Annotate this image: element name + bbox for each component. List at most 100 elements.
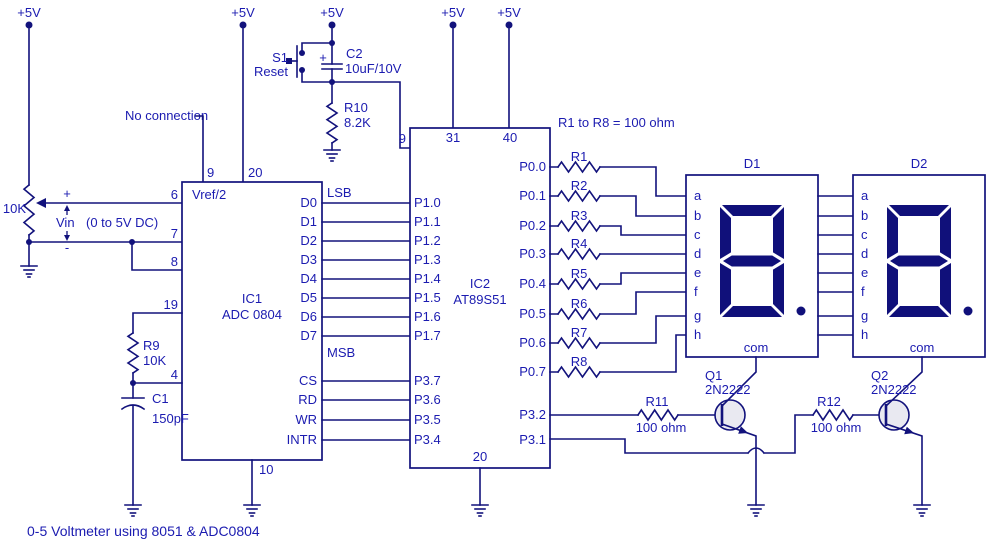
d1-d2-link-wires: [817, 195, 854, 336]
p0-stub-wires: [549, 166, 559, 373]
junction-dot: [130, 380, 136, 386]
vin-plus-sign: +: [63, 186, 71, 201]
ic1-d1-label: D1: [300, 214, 317, 229]
ic1-adc0804: 9 20 Vref/2 IC1 ADC 0804 6 7 8 19 4 D0 D…: [164, 165, 355, 506]
d2-seg-d-label: d: [861, 246, 868, 261]
r6-zigzag: [556, 307, 602, 321]
d1-seg-d-label: d: [694, 246, 701, 261]
r12-zigzag: [811, 408, 855, 422]
r12-refdes: R12: [817, 394, 841, 409]
ic1-intr-label: INTR: [287, 432, 317, 447]
vin-arrow-up-head-icon: [64, 205, 70, 211]
supply-label-3: +5V: [320, 5, 344, 20]
ic2-p03-label: P0.3: [519, 246, 546, 261]
ic1-pin6-number: 6: [171, 187, 178, 202]
supply-terminal-3: [328, 21, 336, 29]
ic2-p02-label: P0.2: [519, 218, 546, 233]
ic2-p07-label: P0.7: [519, 364, 546, 379]
q2-refdes: Q2: [871, 368, 888, 383]
d2-refdes: D2: [911, 156, 928, 171]
d1-seg-c-label: c: [694, 227, 701, 242]
ic2-p35-label: P3.5: [414, 412, 441, 427]
junction-dot: [129, 239, 135, 245]
ic1-pin10-number: 10: [259, 462, 273, 477]
schematic-caption: 0-5 Voltmeter using 8051 & ADC0804: [27, 523, 260, 539]
ic2-p31-label: P3.1: [519, 432, 546, 447]
ic2-p16-label: P1.6: [414, 309, 441, 324]
d1-decimal-point: [796, 306, 806, 316]
r3-zigzag: [556, 219, 602, 233]
switch-refdes: S1: [272, 50, 288, 65]
ic1-d4-label: D4: [300, 271, 317, 286]
ic2-pin20-number: 20: [473, 449, 487, 464]
r9-zigzag: [126, 331, 140, 375]
no-connection-label: No connection: [125, 108, 208, 123]
q2-collector-emitter-wires: [884, 356, 923, 506]
q1-collector-emitter-wires: [720, 356, 757, 506]
r2-zigzag: [556, 189, 602, 203]
ground-symbol-ic1: [243, 504, 261, 517]
capacitor-c2: + C2 10uF/10V: [319, 40, 402, 104]
ic2-p36-label: P3.6: [414, 392, 441, 407]
display-d2: D2 a b c d e f g h com: [852, 156, 986, 358]
ic1-d5-label: D5: [300, 290, 317, 305]
segment-resistor-network: R1 to R8 = 100 ohm R1 R2 R3 R4 R5 R6 R7 …: [549, 115, 687, 379]
supply-terminal-1: [25, 21, 33, 29]
d2-seg-b-label: b: [861, 208, 868, 223]
ground-symbol-r10: [323, 149, 341, 162]
ic2-p10-label: P1.0: [414, 195, 441, 210]
pin19-wire: [132, 312, 183, 334]
ic2-p06-label: P0.6: [519, 335, 546, 350]
d2-com-label: com: [910, 340, 935, 355]
r6-refdes: R6: [571, 296, 588, 311]
ground-symbol-ic2: [471, 504, 489, 517]
d1-seg-e-label: e: [694, 265, 701, 280]
ic1-pin8-number: 8: [171, 254, 178, 269]
no-connection-note: No connection: [125, 108, 208, 183]
d2-seg-c-label: c: [861, 227, 868, 242]
d2-seg-a-label: a: [861, 188, 869, 203]
junction-dot: [26, 239, 32, 245]
ic2-refdes: IC2: [470, 276, 490, 291]
ic1-wr-label: WR: [295, 412, 317, 427]
no-connection-stub-wire: [195, 115, 204, 183]
vin-minus-sign: -: [65, 240, 69, 255]
ground-symbol-pot: [20, 265, 38, 278]
ground-symbol-q2: [913, 504, 931, 517]
display-d1: D1 a b c d e f g h com: [685, 156, 819, 358]
resistor-note-label: R1 to R8 = 100 ohm: [558, 115, 675, 130]
c1-value-label: 150pF: [152, 411, 189, 426]
d2-decimal-point: [963, 306, 973, 316]
ic1-pin7-number: 7: [171, 226, 178, 241]
q2-part-label: 2N2222: [871, 382, 917, 397]
vin-arrow-down-head-icon: [64, 235, 70, 241]
ic1-d2-label: D2: [300, 233, 317, 248]
supply-label-2: +5V: [231, 5, 255, 20]
supply-label-4: +5V: [441, 5, 465, 20]
r5-zigzag: [556, 277, 602, 291]
junction-dot: [329, 40, 335, 46]
switch-wires: [301, 42, 411, 149]
control-bus-wires: [321, 380, 411, 441]
q2-emitter-arrow-icon: [904, 426, 914, 435]
d1-seven-segment-digit: [720, 205, 784, 317]
d2-seg-f-label: f: [861, 284, 865, 299]
r9-refdes: R9: [143, 338, 160, 353]
ic2-at89s51: 9 31 40 20 IC2 AT89S51 P1.0 P1.1 P1.2 P1…: [399, 127, 551, 506]
supply-label-5: +5V: [497, 5, 521, 20]
ic2-p17-label: P1.7: [414, 328, 441, 343]
supply-terminal-2: [239, 21, 247, 29]
r12-value-label: 100 ohm: [811, 420, 862, 435]
ic2-body: [409, 127, 551, 469]
ground-symbol-c1: [124, 504, 142, 517]
r10-refdes: R10: [344, 100, 368, 115]
vin-label: Vin: [56, 215, 75, 230]
ic1-part-label: ADC 0804: [222, 307, 282, 322]
ic2-p14-label: P1.4: [414, 271, 441, 286]
ic2-p00-label: P0.0: [519, 159, 546, 174]
r8-zigzag: [556, 365, 602, 379]
ic2-p15-label: P1.5: [414, 290, 441, 305]
ic1-cs-label: CS: [299, 373, 317, 388]
r1-zigzag: [556, 160, 602, 174]
